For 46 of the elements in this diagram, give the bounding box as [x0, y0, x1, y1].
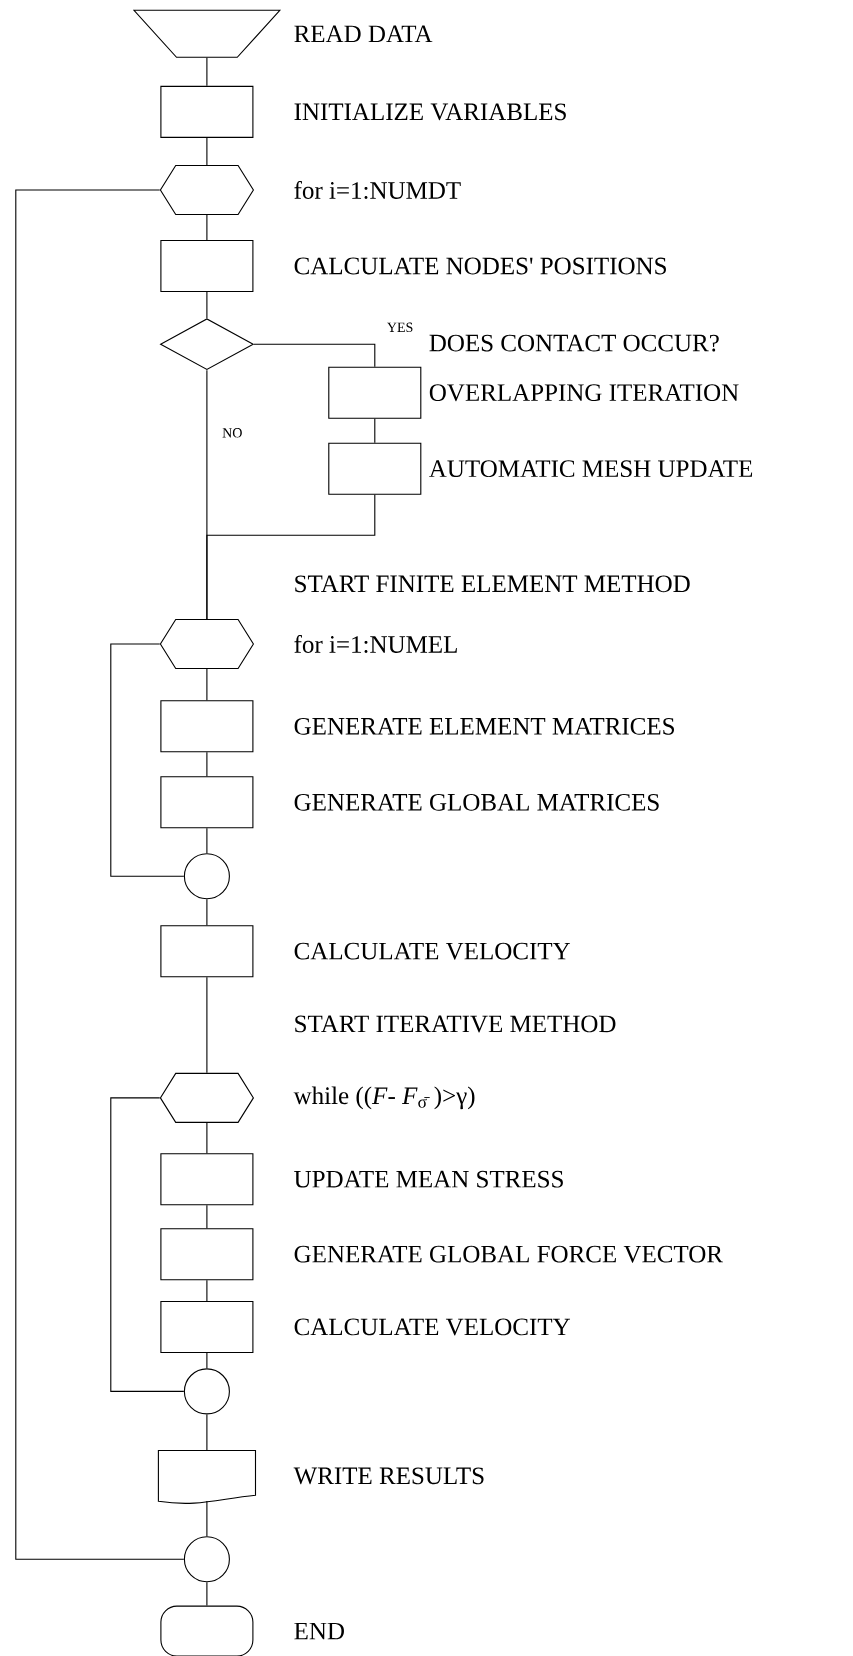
connector-line: [110, 643, 185, 877]
connector-line: [206, 827, 208, 854]
connector-line: [206, 137, 208, 166]
connector-line: [206, 1279, 208, 1302]
step-label: for i=1:NUMDT: [294, 181, 461, 199]
section-label: START ITERATIVE METHOD: [295, 1015, 616, 1033]
connector-line: [206, 1500, 208, 1537]
connector-line: [253, 343, 376, 368]
step-label: CALCULATE VELOCITY: [294, 1318, 570, 1336]
step-label: CALCULATE VELOCITY: [294, 942, 570, 960]
step-label: OVERLAPPING ITERATION: [429, 384, 739, 402]
edge-label: YES: [385, 321, 415, 333]
step-label: GENERATE GLOBAL FORCE VECTOR: [294, 1245, 723, 1263]
connector-line: [15, 189, 185, 1560]
step-label: while ((F- F$_{σ̄}$ )>γ): [293, 1086, 475, 1110]
connector-line: [110, 1097, 185, 1392]
step-label: CALCULATE NODES' POSITIONS: [294, 257, 666, 275]
connector-line: [206, 214, 208, 241]
connector-line: [206, 1204, 208, 1229]
step-label: UPDATE MEAN STRESS: [294, 1170, 563, 1188]
connector-line: [206, 898, 208, 926]
connector-line: [374, 418, 376, 444]
step-label: WRITE RESULTS: [293, 1467, 484, 1485]
connector-line: [206, 57, 208, 87]
connector-line: [206, 494, 376, 620]
connector-line: [206, 751, 208, 777]
connector-line: [206, 1581, 208, 1607]
step-label: GENERATE GLOBAL MATRICES: [294, 793, 659, 811]
step-label: for i=1:NUMEL: [294, 635, 457, 653]
section-label: START FINITE ELEMENT METHOD: [295, 575, 690, 593]
connector-line: [206, 1352, 208, 1369]
connector-line: [206, 668, 208, 701]
edge-label: NO: [221, 427, 244, 439]
section-label: DOES CONTACT OCCUR?: [429, 334, 719, 352]
connector-line: [206, 291, 208, 319]
connector-circle: [183, 1536, 230, 1583]
connector-line: [206, 1122, 208, 1154]
step-label: END: [294, 1622, 344, 1640]
step-label: INITIALIZE VARIABLES: [294, 103, 566, 121]
connector-circle: [183, 853, 230, 900]
step-label: GENERATE ELEMENT MATRICES: [294, 717, 674, 735]
connector-line: [206, 1413, 208, 1452]
connector-circle: [183, 1368, 230, 1415]
step-label: AUTOMATIC MESH UPDATE: [429, 460, 753, 478]
connector-line: [206, 976, 208, 1074]
step-label: READ DATA: [294, 25, 433, 43]
